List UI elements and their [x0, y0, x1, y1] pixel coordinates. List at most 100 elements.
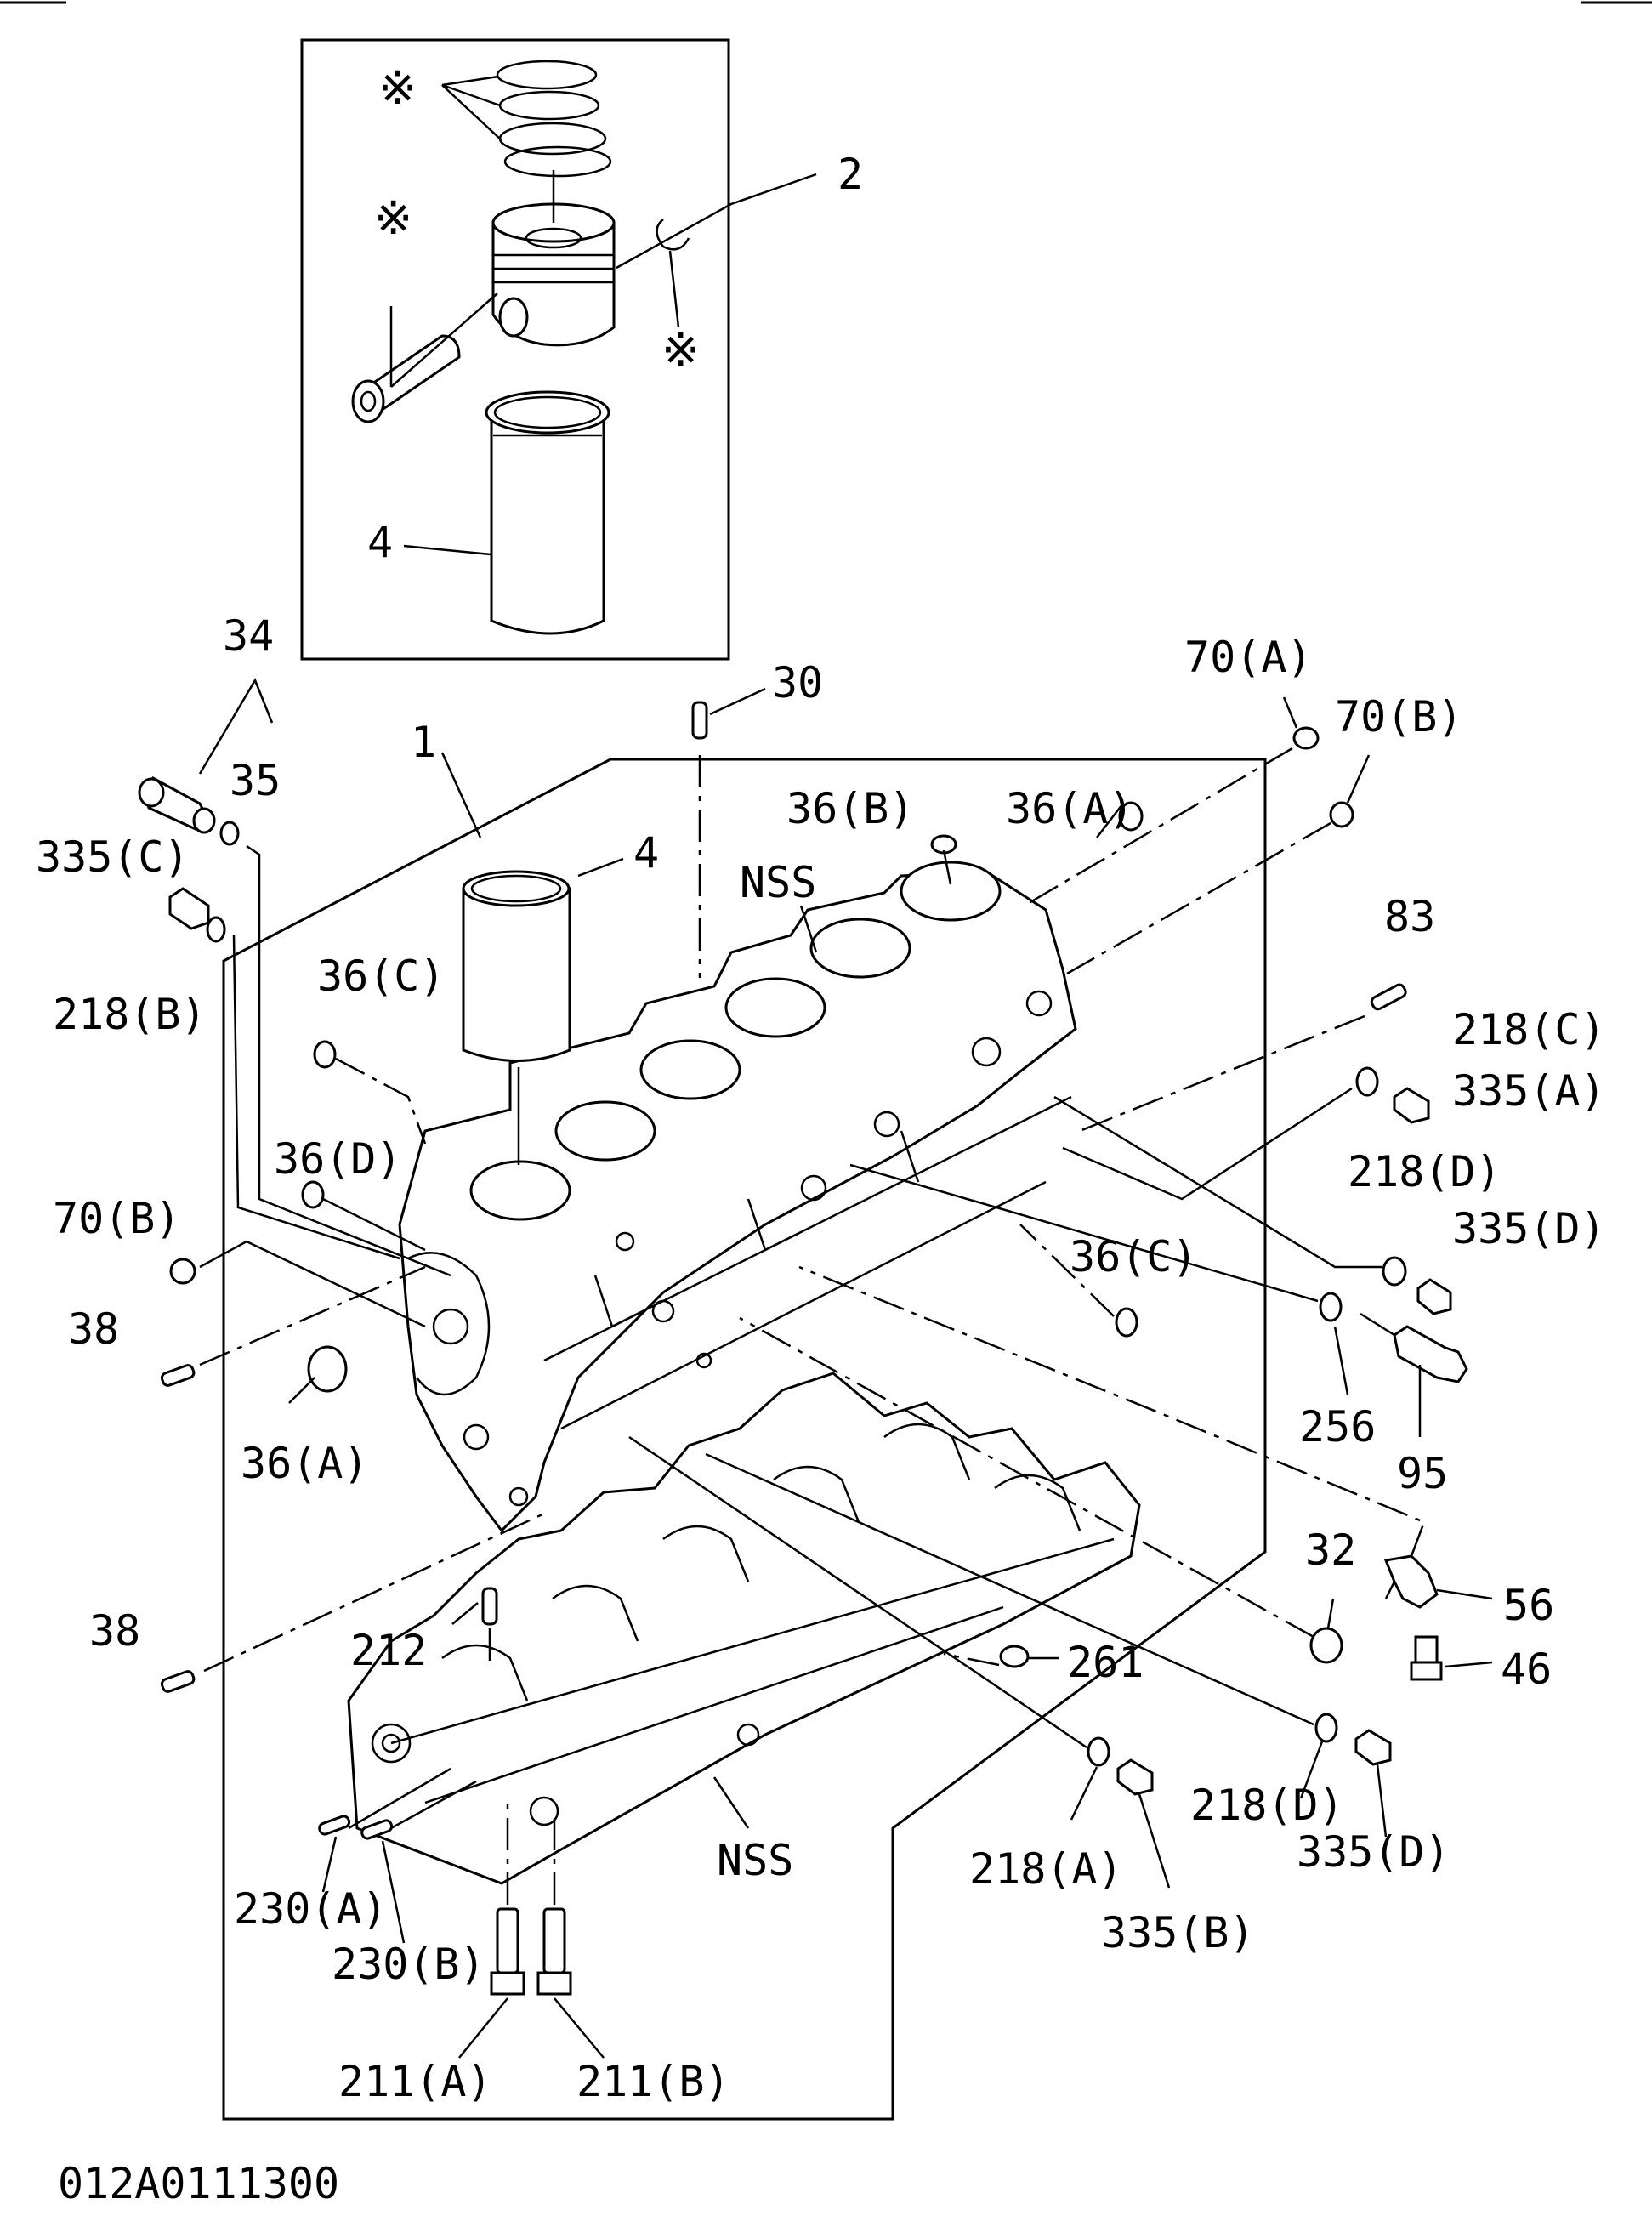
- callout-line-1: [440, 752, 482, 838]
- part-38-pin-upper: [160, 1364, 196, 1387]
- callout-34: 34: [223, 611, 274, 661]
- part-46-bolt: [1410, 1635, 1443, 1681]
- part-34-union-bolt: [138, 776, 216, 834]
- service-mark-snap-ring: ※: [661, 323, 700, 377]
- callout-83: 83: [1384, 892, 1435, 941]
- part-218c-washer: [1355, 1066, 1379, 1097]
- part-335d-plug-upper: [1416, 1278, 1452, 1315]
- part-32-plug: [1309, 1627, 1343, 1664]
- callout-218a: 218(A): [969, 1844, 1123, 1894]
- callout-335a: 335(A): [1452, 1066, 1606, 1116]
- callout-line-34: [198, 678, 274, 775]
- cylinder-liner-inset: [485, 390, 610, 635]
- part-218d-washer-upper: [1382, 1256, 1407, 1287]
- callout-211a: 211(A): [338, 2057, 492, 2106]
- callout-256: 256: [1299, 1402, 1376, 1452]
- callout-218d-lower: 218(D): [1190, 1781, 1344, 1830]
- leader-218a: [628, 1435, 1087, 1749]
- leader-218b: [232, 935, 400, 1260]
- callout-36b: 36(B): [786, 784, 915, 833]
- crankcase-lower: [347, 1372, 1141, 1885]
- part-56-nozzle: [1383, 1554, 1439, 1609]
- part-218d-washer-lower: [1314, 1713, 1338, 1743]
- callout-230a: 230(A): [234, 1884, 388, 1934]
- callout-1: 1: [411, 718, 436, 767]
- piston-inset-frame: [300, 38, 730, 661]
- part-35-washer: [219, 821, 240, 846]
- leader-218d-upper: [1053, 1095, 1382, 1269]
- piston: [491, 170, 616, 347]
- callout-nss-upper: NSS: [740, 858, 816, 907]
- part-335b-plug: [1116, 1758, 1154, 1796]
- callout-70a: 70(A): [1184, 633, 1313, 682]
- part-218b-washer: [206, 916, 226, 943]
- part-70b-plug-rear: [1329, 801, 1354, 828]
- part-261-plug: [999, 1645, 1030, 1668]
- leader-35: [246, 844, 451, 1277]
- callout-nss-lower: NSS: [717, 1836, 793, 1885]
- cylinder-liner-block: [462, 857, 624, 1165]
- assembly-outline-1: [222, 758, 1267, 2121]
- service-mark-rings: ※: [378, 61, 417, 115]
- part-335a-plug: [1393, 1087, 1430, 1124]
- callout-261: 261: [1067, 1638, 1144, 1687]
- part-36d-plug: [301, 1180, 325, 1209]
- leader-nss-lower: [712, 1776, 750, 1829]
- callout-335d-lower: 335(D): [1297, 1827, 1450, 1877]
- part-335c-plug: [168, 887, 210, 930]
- callout-218d-upper: 218(D): [1348, 1147, 1502, 1196]
- callout-335d-upper: 335(D): [1452, 1204, 1606, 1253]
- callout-36a-rear: 36(A): [1006, 784, 1134, 833]
- part-95-sensor: [1360, 1312, 1468, 1383]
- diagram-code: 012A0111300: [58, 2159, 339, 2208]
- piston-rings: [441, 60, 612, 178]
- piston-pin: [351, 293, 498, 423]
- part-230a-pin: [318, 1815, 351, 1836]
- callout-218b: 218(B): [53, 990, 207, 1039]
- part-256-washer: [1319, 1292, 1343, 1322]
- part-36c-plug-front: [313, 1040, 337, 1069]
- callout-230b: 230(B): [332, 1940, 485, 1989]
- callout-35: 35: [230, 756, 281, 805]
- callout-335c: 335(C): [36, 832, 190, 882]
- callout-36d: 36(D): [274, 1134, 402, 1184]
- part-36a-plug-rear: [1118, 801, 1144, 832]
- part-38-pin-lower: [160, 1670, 196, 1693]
- callout-line-2: [616, 173, 817, 270]
- callout-labels: 2 4 34 35 30 1 70(A) 70(B) 335(C) 36(B) …: [36, 150, 1606, 2106]
- part-36c-plug-rear: [1115, 1307, 1138, 1338]
- part-230b-pin: [360, 1819, 394, 1840]
- part-30-dowel: [691, 701, 708, 740]
- service-mark-pin: ※: [374, 191, 412, 245]
- callout-36a-front: 36(A): [241, 1439, 369, 1488]
- callout-46: 46: [1501, 1645, 1552, 1694]
- part-218a-washer: [1087, 1736, 1110, 1767]
- callout-212: 212: [350, 1626, 427, 1675]
- leader-nss-upper: [799, 905, 818, 953]
- part-211b-bolt: [536, 1907, 572, 1996]
- callout-218c: 218(C): [1452, 1005, 1606, 1054]
- part-83-pin: [1370, 983, 1407, 1011]
- callout-211b: 211(B): [576, 2057, 730, 2106]
- part-211a-bolt: [490, 1907, 525, 1996]
- leader-218d-lower: [705, 1452, 1314, 1726]
- cylinder-block-upper: [398, 861, 1077, 1533]
- part-335d-plug-lower: [1354, 1729, 1392, 1766]
- callout-335b: 335(B): [1101, 1908, 1255, 1957]
- callout-4-block: 4: [633, 828, 659, 878]
- callout-95: 95: [1397, 1449, 1448, 1498]
- snap-ring: [656, 219, 690, 328]
- leader-256: [849, 1163, 1319, 1303]
- part-70a-plug: [1292, 726, 1320, 750]
- callout-38-lower: 38: [89, 1606, 140, 1656]
- callout-2: 2: [837, 150, 863, 199]
- callout-56: 56: [1503, 1581, 1554, 1630]
- part-212-dowel: [481, 1587, 498, 1626]
- callout-32: 32: [1305, 1525, 1356, 1575]
- callout-36c-rear: 36(C): [1070, 1232, 1198, 1281]
- callout-line-4-inset: [403, 544, 491, 556]
- callout-36c-front: 36(C): [317, 952, 446, 1001]
- callout-38-upper: 38: [68, 1304, 119, 1354]
- part-70b-plug-front: [169, 1258, 196, 1285]
